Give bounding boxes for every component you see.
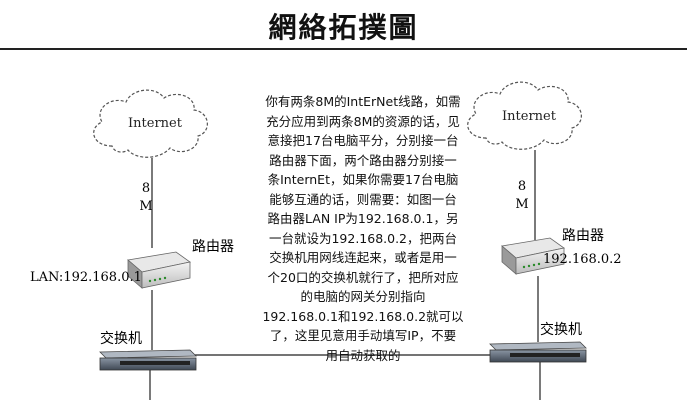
left-bandwidth-8: 8 — [142, 181, 150, 196]
right-switch-label: 交换机 — [540, 321, 582, 338]
right-switch-icon — [489, 341, 587, 363]
left-router-label: 路由器 — [192, 239, 234, 255]
left-internet-cloud: Internet — [93, 89, 208, 158]
right-internet-cloud: Internet — [467, 81, 582, 150]
right-router-icon — [501, 237, 565, 275]
left-lan-ip-label: LAN:192.168.0.1 — [30, 270, 142, 285]
description-line: 交换机用网线连起来，或者是用一 — [269, 250, 457, 265]
description-line: 充分应用到两条8M的资源的话，见 — [266, 113, 460, 129]
description-line: 意接把17台电脑平分，分别接一台 — [267, 133, 459, 148]
left-cloud-label: Internet — [128, 116, 183, 131]
title-divider — [0, 48, 687, 50]
right-cloud-label: Internet — [502, 109, 557, 124]
right-bandwidth-m: M — [515, 197, 528, 212]
description-line: 条InternEt，如果你需要17台电脑 — [267, 172, 459, 187]
left-bandwidth-m: M — [139, 199, 152, 214]
left-switch-icon — [99, 349, 197, 371]
diagram-title: 網絡拓撲圖 — [268, 11, 419, 44]
description-line: 能够互通的话，则需要：如图一台 — [269, 191, 457, 207]
right-bandwidth-8: 8 — [518, 179, 526, 194]
description-line: 路由器下面，两个路由器分别接一 — [269, 152, 457, 168]
left-router-icon — [127, 251, 191, 289]
description-line: 一台就设为192.168.0.2，把两台 — [268, 230, 458, 246]
description-line: 个20口的交换机就行了，把所对应 — [267, 269, 459, 285]
right-ip-label: 192.168.0.2 — [543, 252, 622, 267]
description-line: 用自动获取的 — [325, 347, 401, 363]
description-line: 了，这里见意用手动填写IP，不要 — [269, 328, 457, 343]
left-switch-label: 交换机 — [100, 330, 142, 347]
description-line: 的电脑的网关分别指向 — [300, 289, 426, 304]
description-line: 路由器LAN IP为192.168.0.1，另 — [267, 211, 459, 226]
description-text: 你有两条8M的IntErNet线路，如需 充分应用到两条8M的资源的话，见 意接… — [247, 92, 479, 365]
description-line: 你有两条8M的IntErNet线路，如需 — [265, 94, 461, 109]
right-router-label: 路由器 — [562, 228, 604, 244]
description-line: 192.168.0.1和192.168.0.2就可以 — [262, 308, 464, 324]
